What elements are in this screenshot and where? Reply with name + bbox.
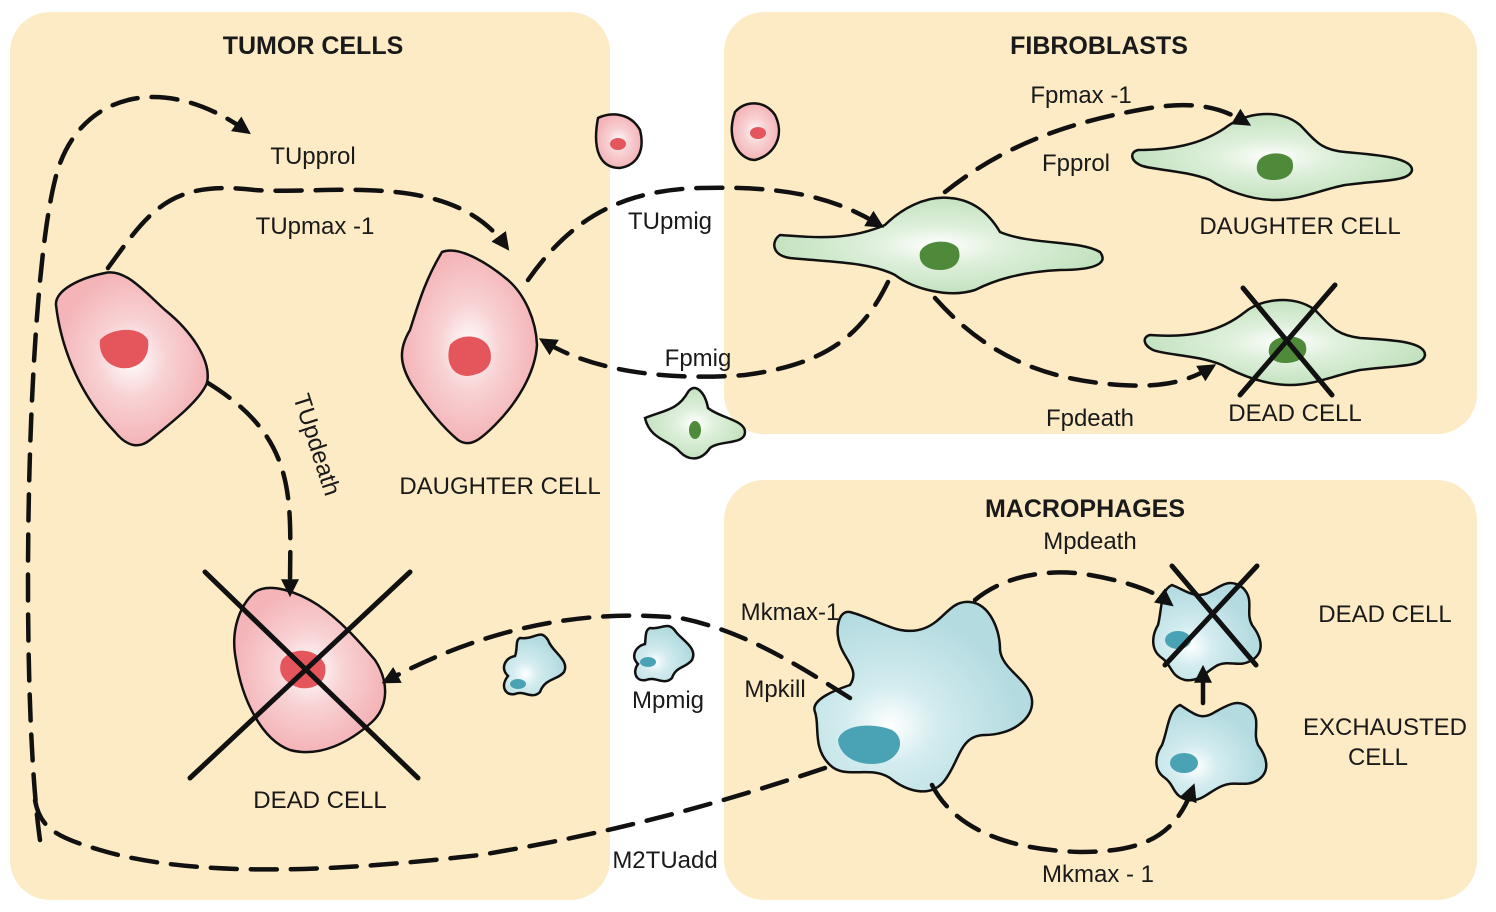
- macrophage-parent-cell: [813, 600, 1034, 793]
- macrophage-kill-arrow: [381, 613, 853, 701]
- fibroblast-prol-rate: Fpprol: [1042, 150, 1110, 177]
- macrophage-exhaustion-arrow: [929, 782, 1197, 855]
- migrating-tumor-cell-2: [730, 102, 781, 162]
- migrating-tumor-cell-1: [594, 113, 643, 170]
- tumor-parent-cell: [54, 271, 209, 447]
- macrophage-exhausted-label-line1: EXCHAUSTED: [1303, 714, 1467, 741]
- fibroblast-max-rate: Fpmax -1: [1030, 82, 1131, 109]
- tumor-migration-rate: TUpmig: [628, 208, 712, 235]
- fibroblast-dead-label: DEAD CELL: [1228, 400, 1361, 427]
- fibroblast-death-rate: Fpdeath: [1046, 405, 1134, 432]
- macrophage-exhausted-label-line2: CELL: [1348, 744, 1408, 771]
- macrophage-panel: [724, 480, 1477, 900]
- macrophage-m2-tumor-rate: M2TUadd: [612, 847, 717, 874]
- tumor-panel-title: TUMOR CELLS: [223, 32, 404, 60]
- tumor-death-arrow: [205, 380, 300, 598]
- tumor-panel: [10, 12, 610, 900]
- fibroblast-max-arrow: [942, 102, 1252, 195]
- macrophage-death-rate: Mpdeath: [1043, 528, 1136, 555]
- macrophage-kill-rate: Mpkill: [744, 676, 805, 703]
- macrophage-dead-cell: [1152, 563, 1262, 682]
- migrating-macrophage-cell-1: [502, 633, 567, 697]
- macrophage-m2-tumor-arrow: [32, 765, 828, 872]
- tumor-migration-arrow: [525, 185, 885, 283]
- macrophage-exhausted-cell: [1155, 701, 1268, 802]
- macrophage-migration-rate: Mpmig: [632, 687, 704, 714]
- tumor-dead-cell: [187, 569, 421, 781]
- migrating-fibroblast-cell: [643, 386, 747, 460]
- tumor-dead-label: DEAD CELL: [253, 787, 386, 814]
- fibroblast-panel-title: FIBROBLASTS: [1010, 32, 1188, 60]
- tumor-daughter-cell: [400, 249, 539, 445]
- macrophage-max-rate-top: Mkmax-1: [741, 599, 840, 626]
- fibroblast-parent-cell: [773, 196, 1104, 295]
- tumor-prol-rate: TUpprol: [270, 143, 355, 170]
- macrophage-panel-title: MACROPHAGES: [985, 495, 1185, 523]
- fibroblast-daughter-label: DAUGHTER CELL: [1199, 213, 1400, 240]
- macrophage-max-rate-bottom: Mkmax - 1: [1042, 861, 1154, 888]
- tumor-prol-arrow: [25, 94, 251, 843]
- fibroblast-migration-rate: Fpmig: [665, 345, 732, 372]
- fibroblast-migration-arrow: [538, 279, 891, 379]
- fibroblast-death-arrow: [932, 295, 1217, 388]
- fibroblast-dead-cell: [1143, 282, 1427, 398]
- macrophage-dead-label: DEAD CELL: [1318, 601, 1451, 628]
- migrating-macrophage-cell-2: [633, 624, 695, 683]
- tumor-daughter-label: DAUGHTER CELL: [399, 473, 600, 500]
- tumor-max-arrow: [105, 185, 510, 271]
- macrophage-death-arrow: [972, 570, 1174, 607]
- tumor-max-rate: TUpmax -1: [256, 213, 375, 240]
